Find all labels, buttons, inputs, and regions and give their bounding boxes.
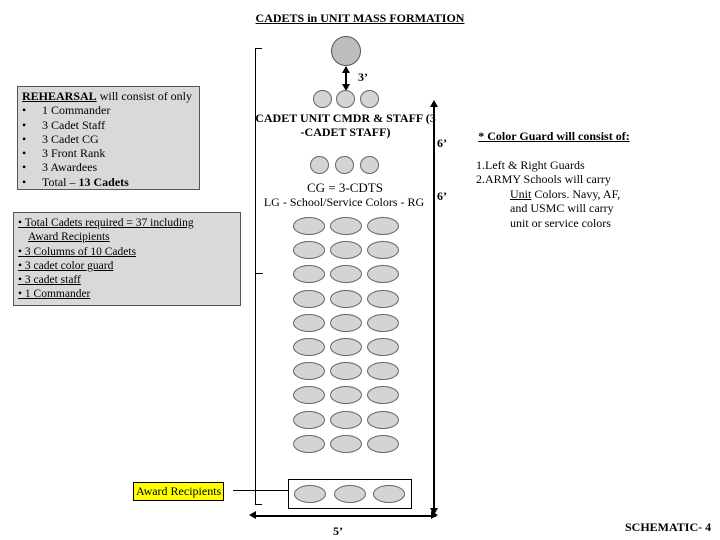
staff-cadet: [313, 90, 332, 108]
formation-cadet: [330, 338, 362, 356]
color-guard-note: * Color Guard will consist of: 1.Left & …: [470, 129, 638, 230]
formation-cadet: [367, 410, 399, 429]
dist-staff-label: 6’: [437, 136, 447, 150]
depth-measure-line: [433, 104, 435, 509]
color-guard-cadet: [360, 156, 379, 174]
formation-cadet: [367, 265, 399, 284]
award-recipient: [334, 485, 366, 503]
formation-cadet: [367, 338, 399, 356]
formation-left-bracket: [255, 48, 262, 505]
total-line: • 1 Commander: [18, 288, 91, 301]
formation-cadet: [330, 241, 362, 260]
award-pointer-line: [233, 490, 288, 491]
color-guard-cadet: [335, 156, 354, 174]
formation-cadet: [293, 313, 325, 332]
list-item: 3 Awardees: [22, 160, 195, 175]
color-guard-line: Unit Colors. Navy, AF,: [510, 186, 621, 201]
total-line: • 3 cadet color guard: [18, 259, 114, 272]
total-cadets-box: • Total Cadets required = 37 including A…: [13, 212, 241, 306]
list-item: 3 Cadet Staff: [22, 118, 195, 133]
color-guard-line: 2.ARMY Schools will carry: [476, 172, 611, 186]
formation-cadet: [367, 362, 399, 381]
color-guard-cadet: [310, 156, 329, 174]
color-guard-line: and USMC will carry: [510, 201, 614, 215]
bracket-tick: [255, 273, 263, 274]
award-recipients-label: Award Recipients: [133, 482, 225, 501]
formation-cadet: [293, 241, 325, 260]
commander-circle: [331, 36, 361, 66]
dist-commander-line: [345, 67, 347, 87]
formation-cadet: [330, 386, 362, 405]
award-recipient: [294, 485, 326, 503]
formation-cadet: [330, 362, 362, 381]
formation-cadet: [293, 265, 325, 284]
arrow-up-icon: [430, 100, 438, 107]
arrow-left-icon: [249, 511, 256, 519]
formation-cadet: [367, 434, 399, 453]
list-item: 1 Commander: [22, 103, 195, 118]
total-line: • 3 Columns of 10 Cadets: [18, 245, 137, 258]
formation-cadet: [330, 313, 362, 332]
cg-label: CG = 3-CDTS: [307, 180, 383, 195]
staff-cadet: [336, 90, 355, 108]
color-guard-line: 1.Left & Right Guards: [476, 157, 585, 172]
width-measure-line: [252, 515, 436, 517]
formation-cadet: [293, 362, 325, 381]
list-item: Total – 13 Cadets: [22, 175, 195, 190]
formation-cadet: [293, 217, 325, 235]
page-title: CADETS in UNIT MASS FORMATION: [255, 11, 465, 25]
dist-cg-label: 6’: [437, 189, 447, 203]
total-line: • Total Cadets required = 37 including: [18, 217, 194, 229]
color-guard-header: * Color Guard will consist of:: [478, 129, 630, 143]
list-item: 3 Front Rank: [22, 146, 195, 161]
staff-cadet: [360, 90, 379, 108]
total-line: Award Recipients: [28, 231, 110, 244]
rehearsal-header: REHEARSAL will consist of only: [22, 89, 193, 103]
formation-cadet: [330, 265, 362, 284]
total-line: • 3 cadet staff: [18, 274, 81, 287]
dist-commander-label: 3’: [358, 70, 368, 84]
formation-cadet: [367, 241, 399, 260]
dist-width-label: 5’: [333, 524, 343, 538]
formation-cadet: [367, 313, 399, 332]
rehearsal-info-box: REHEARSAL will consist of only 1 Command…: [17, 86, 200, 190]
schematic-number: SCHEMATIC- 4: [625, 520, 712, 534]
formation-cadet: [330, 410, 362, 429]
formation-cadet: [293, 434, 325, 453]
formation-cadet: [367, 217, 399, 235]
award-recipient: [373, 485, 405, 503]
colors-label: LG - School/Service Colors - RG: [263, 195, 425, 209]
formation-cadet: [293, 338, 325, 356]
formation-cadet: [293, 289, 325, 308]
formation-cadet: [293, 410, 325, 429]
arrow-up-icon: [342, 66, 350, 73]
formation-cadet: [330, 289, 362, 308]
formation-cadet: [330, 434, 362, 453]
formation-cadet: [330, 217, 362, 235]
staff-label: CADET UNIT CMDR & STAFF (3 -CADET STAFF): [255, 111, 436, 139]
formation-cadet: [293, 386, 325, 405]
award-recipients-box: [288, 479, 412, 509]
arrow-right-icon: [431, 511, 438, 519]
formation-cadet: [367, 386, 399, 405]
formation-cadet: [367, 289, 399, 308]
list-item: 3 Cadet CG: [22, 132, 195, 147]
color-guard-line: unit or service colors: [510, 215, 611, 230]
arrow-down-icon: [342, 84, 350, 91]
rehearsal-list: 1 Commander 3 Cadet Staff 3 Cadet CG 3 F…: [22, 103, 195, 189]
